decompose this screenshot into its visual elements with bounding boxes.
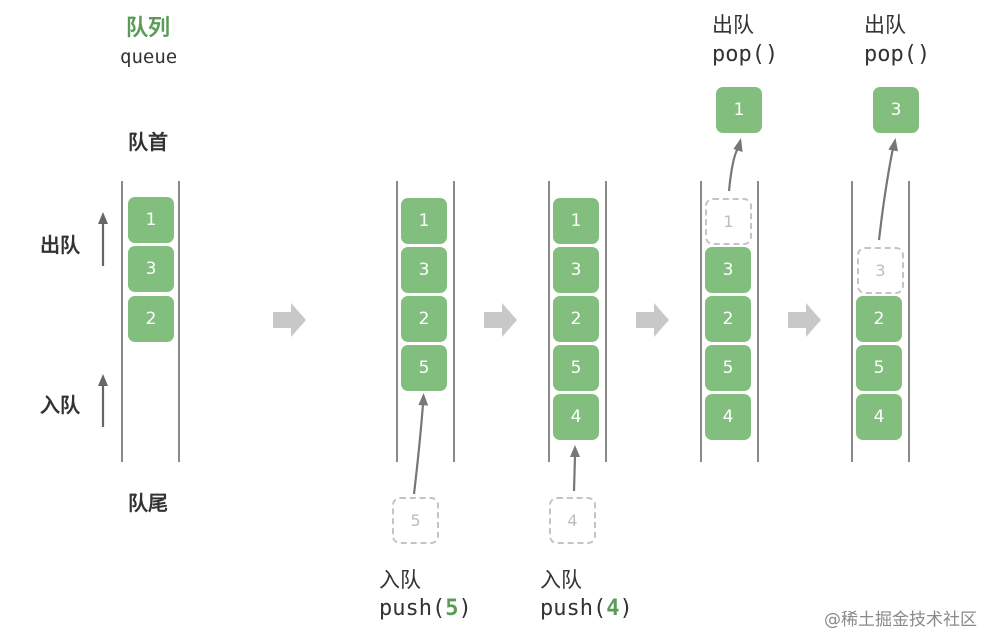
pop-arrow-icon — [727, 138, 743, 192]
enqueue-side-label: 入队 — [40, 393, 80, 417]
queue-item: 2 — [401, 296, 447, 342]
queue-item: 5 — [553, 345, 599, 391]
dequeue-side-label: 出队 — [40, 233, 80, 257]
pop-arrow-icon — [877, 138, 898, 241]
operation-label: 出队 — [712, 13, 754, 37]
operation-label: 入队 — [540, 568, 582, 592]
queue-item: 3 — [128, 246, 174, 292]
transition-arrow-icon — [273, 303, 306, 337]
queue-rail-left-4 — [851, 181, 853, 462]
operation-code: push(4) — [540, 596, 633, 621]
transition-arrow-icon — [788, 303, 821, 337]
queue-item: 4 — [856, 394, 902, 440]
incoming-ghost-item: 4 — [549, 497, 596, 544]
queue-item: 2 — [553, 296, 599, 342]
rear-label: 队尾 — [128, 491, 168, 515]
queue-item: 2 — [856, 296, 902, 342]
operation-argument: 5 — [445, 596, 459, 621]
queue-rail-left-0 — [121, 181, 123, 462]
queue-rail-right-4 — [908, 181, 910, 462]
operation-code: pop() — [864, 42, 931, 67]
dequeue-direction-arrow-icon — [98, 212, 108, 266]
queue-rail-right-0 — [178, 181, 180, 462]
operation-label: 入队 — [379, 568, 421, 592]
queue-item: 1 — [553, 198, 599, 244]
dequeued-ghost-item: 3 — [857, 247, 904, 294]
transition-arrow-icon — [484, 303, 517, 337]
operation-code: push(5) — [379, 596, 472, 621]
queue-item: 1 — [401, 198, 447, 244]
queue-item: 2 — [705, 296, 751, 342]
watermark: @稀土掘金技术社区 — [824, 610, 977, 630]
operation-label: 出队 — [864, 13, 906, 37]
queue-item: 5 — [401, 345, 447, 391]
operation-code: pop() — [712, 42, 779, 67]
queue-rail-left-2 — [548, 181, 550, 462]
popped-item: 1 — [716, 87, 762, 133]
push-arrow-icon — [412, 393, 429, 495]
queue-item: 3 — [553, 247, 599, 293]
queue-rail-left-3 — [700, 181, 702, 462]
dequeued-ghost-item: 1 — [705, 198, 752, 245]
queue-rail-right-2 — [605, 181, 607, 462]
popped-item: 3 — [873, 87, 919, 133]
front-label: 队首 — [128, 130, 168, 154]
diagram-title: 队列 — [126, 16, 171, 41]
diagram-subtitle: queue — [120, 46, 178, 68]
transition-arrow-icon — [636, 303, 669, 337]
operation-argument: 4 — [606, 596, 620, 621]
incoming-ghost-item: 5 — [392, 497, 439, 544]
queue-item: 2 — [128, 296, 174, 342]
queue-item: 3 — [401, 247, 447, 293]
queue-item: 5 — [856, 345, 902, 391]
queue-item: 4 — [553, 394, 599, 440]
enqueue-direction-arrow-icon — [98, 374, 108, 427]
queue-item: 1 — [128, 197, 174, 243]
push-arrow-icon — [570, 445, 580, 492]
queue-item: 3 — [705, 247, 751, 293]
queue-rail-right-3 — [757, 181, 759, 462]
queue-rail-right-1 — [453, 181, 455, 462]
queue-item: 4 — [705, 394, 751, 440]
queue-item: 5 — [705, 345, 751, 391]
queue-rail-left-1 — [396, 181, 398, 462]
